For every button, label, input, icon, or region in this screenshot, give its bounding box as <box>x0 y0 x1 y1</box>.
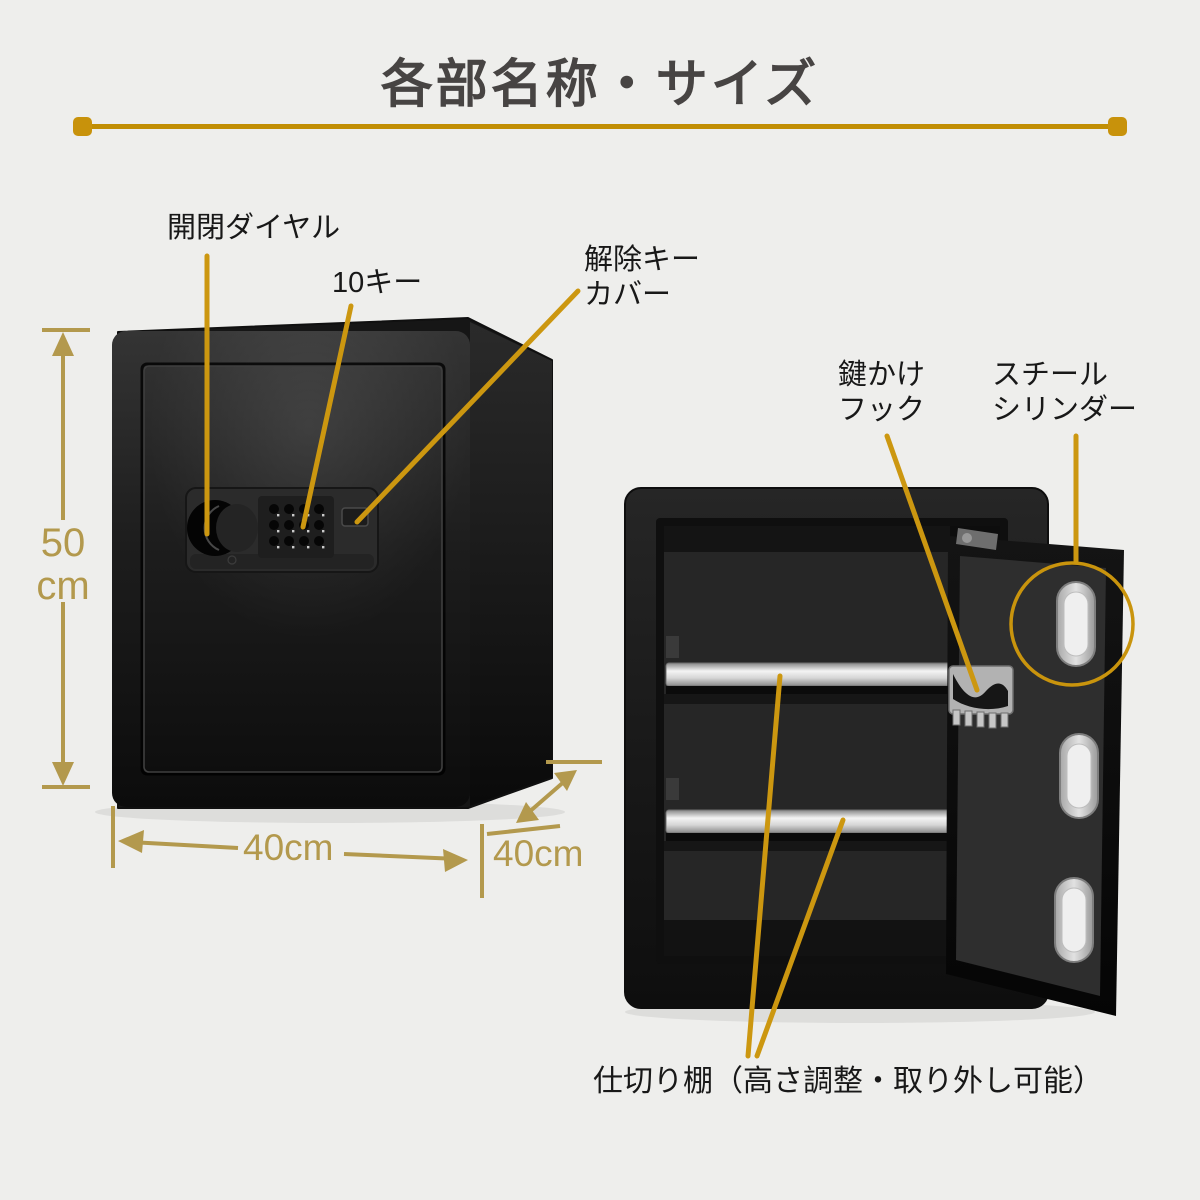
page-title: 各部名称・サイズ <box>380 54 820 115</box>
open-door <box>946 528 1124 1016</box>
shelf-peg <box>666 636 679 658</box>
key-hook <box>948 665 1014 729</box>
leader-line-shelf-upper <box>745 673 783 1059</box>
shelf-upper-shadow <box>666 686 954 694</box>
leader-line-hook <box>884 433 980 693</box>
steel-cylinder <box>1056 581 1096 667</box>
shelf-peg <box>666 778 679 800</box>
rule-endcap-right-icon <box>1108 117 1127 136</box>
hinge-pin <box>962 533 972 543</box>
door-inset-edge <box>143 365 443 773</box>
steel-cylinder <box>1059 733 1099 819</box>
rule-endcap-left-icon <box>73 117 92 136</box>
leader-lines <box>204 253 1079 1059</box>
dimension-arrows <box>42 328 602 898</box>
label-steel-cylinder: スチール シリンダー <box>992 359 1138 426</box>
shelf-lower-shadow <box>666 833 954 841</box>
dial-knob <box>187 500 258 556</box>
dimension-height: 50 cm <box>36 521 90 609</box>
shelf-upper <box>665 662 955 687</box>
label-divider-shelf: 仕切り棚（高さ調整・取り外し可能） <box>593 1065 1103 1098</box>
label-key-hook: 鍵かけ フック <box>838 359 926 426</box>
closed-safe-illustration <box>112 317 553 809</box>
closed-safe-side-face <box>470 322 552 806</box>
panel-logo <box>227 555 237 565</box>
label-ten-key: 10キー <box>332 267 423 299</box>
highlight-circle <box>1009 561 1135 687</box>
leader-line-shelf-lower <box>754 817 846 1059</box>
dimension-width: 40cm <box>243 827 334 868</box>
control-panel <box>185 487 379 573</box>
shelf-lower <box>665 809 955 834</box>
title-underline <box>88 124 1112 129</box>
width-dimension-arrow <box>111 806 484 898</box>
steel-cylinder <box>1054 877 1094 963</box>
steel-cylinders <box>1054 581 1099 963</box>
leader-line-key-cover <box>354 288 581 525</box>
keypad <box>258 496 334 558</box>
depth-dimension-arrow <box>486 760 602 836</box>
height-dimension-arrow <box>42 328 90 789</box>
dimension-depth: 40cm <box>493 833 584 874</box>
label-dial: 開閉ダイヤル <box>167 212 341 244</box>
leader-line-ten-key <box>300 303 354 530</box>
label-key-cover: 解除キー カバー <box>584 244 701 311</box>
key-cover <box>341 507 369 527</box>
door-inset-groove <box>140 362 446 776</box>
open-safe-illustration <box>624 487 1135 1016</box>
